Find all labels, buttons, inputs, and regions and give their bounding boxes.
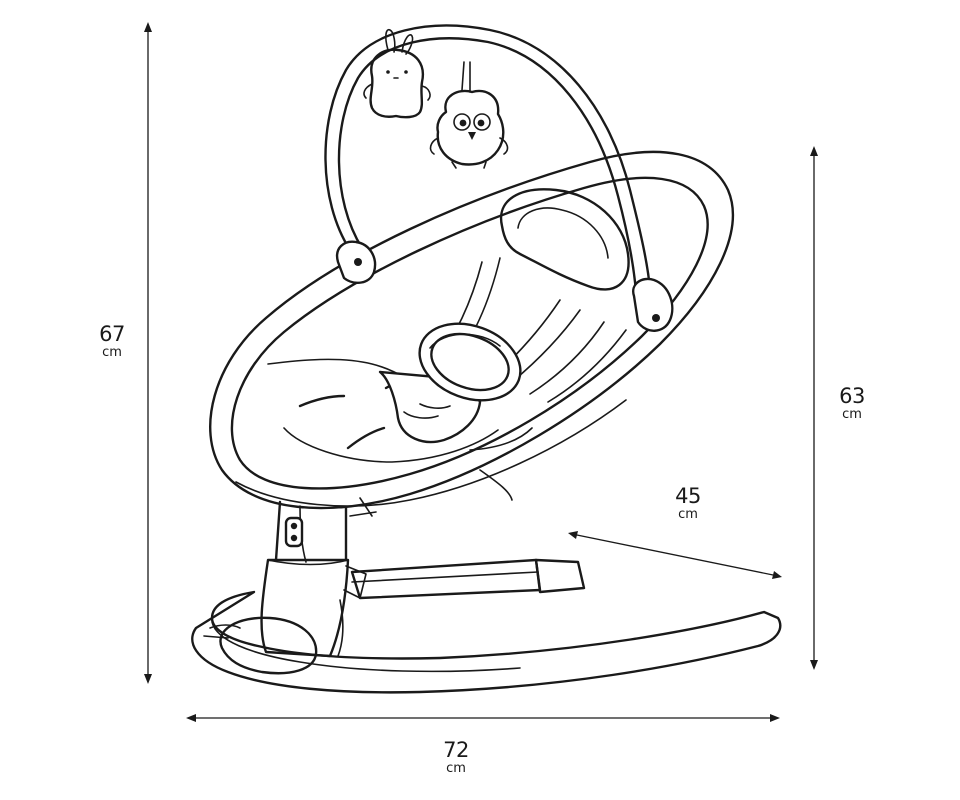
headrest bbox=[499, 188, 630, 291]
rocker-base bbox=[191, 500, 782, 694]
dim-unit-width: cm bbox=[446, 761, 466, 776]
dim-unit-depth: cm bbox=[678, 507, 698, 522]
harness-buckle bbox=[378, 322, 522, 444]
dim-unit-height-total: cm bbox=[102, 345, 122, 360]
toy-arch bbox=[324, 24, 674, 332]
dim-unit-height-seat: cm bbox=[842, 407, 862, 422]
dim-line-height-total bbox=[144, 22, 152, 684]
dim-value-depth: 45 bbox=[675, 484, 701, 508]
dim-label-width: 72 cm bbox=[436, 738, 476, 776]
dim-value-height-seat: 63 bbox=[839, 384, 865, 408]
dim-line-depth bbox=[568, 531, 782, 579]
rear-details bbox=[349, 469, 513, 517]
dim-label-height-seat: 63 cm bbox=[832, 384, 872, 422]
dim-value-width: 72 bbox=[443, 738, 469, 762]
dim-line-height-seat bbox=[810, 146, 818, 670]
dim-value-height-total: 67 bbox=[99, 322, 125, 346]
hanging-toy-bunny bbox=[363, 28, 431, 119]
dimension-lines bbox=[144, 22, 818, 722]
dim-label-height-total: 67 cm bbox=[92, 322, 132, 360]
hanging-toy-owl bbox=[429, 61, 509, 169]
pedestal-button bbox=[284, 516, 304, 548]
dim-label-depth: 45 cm bbox=[668, 484, 708, 522]
dim-line-width bbox=[186, 714, 780, 722]
